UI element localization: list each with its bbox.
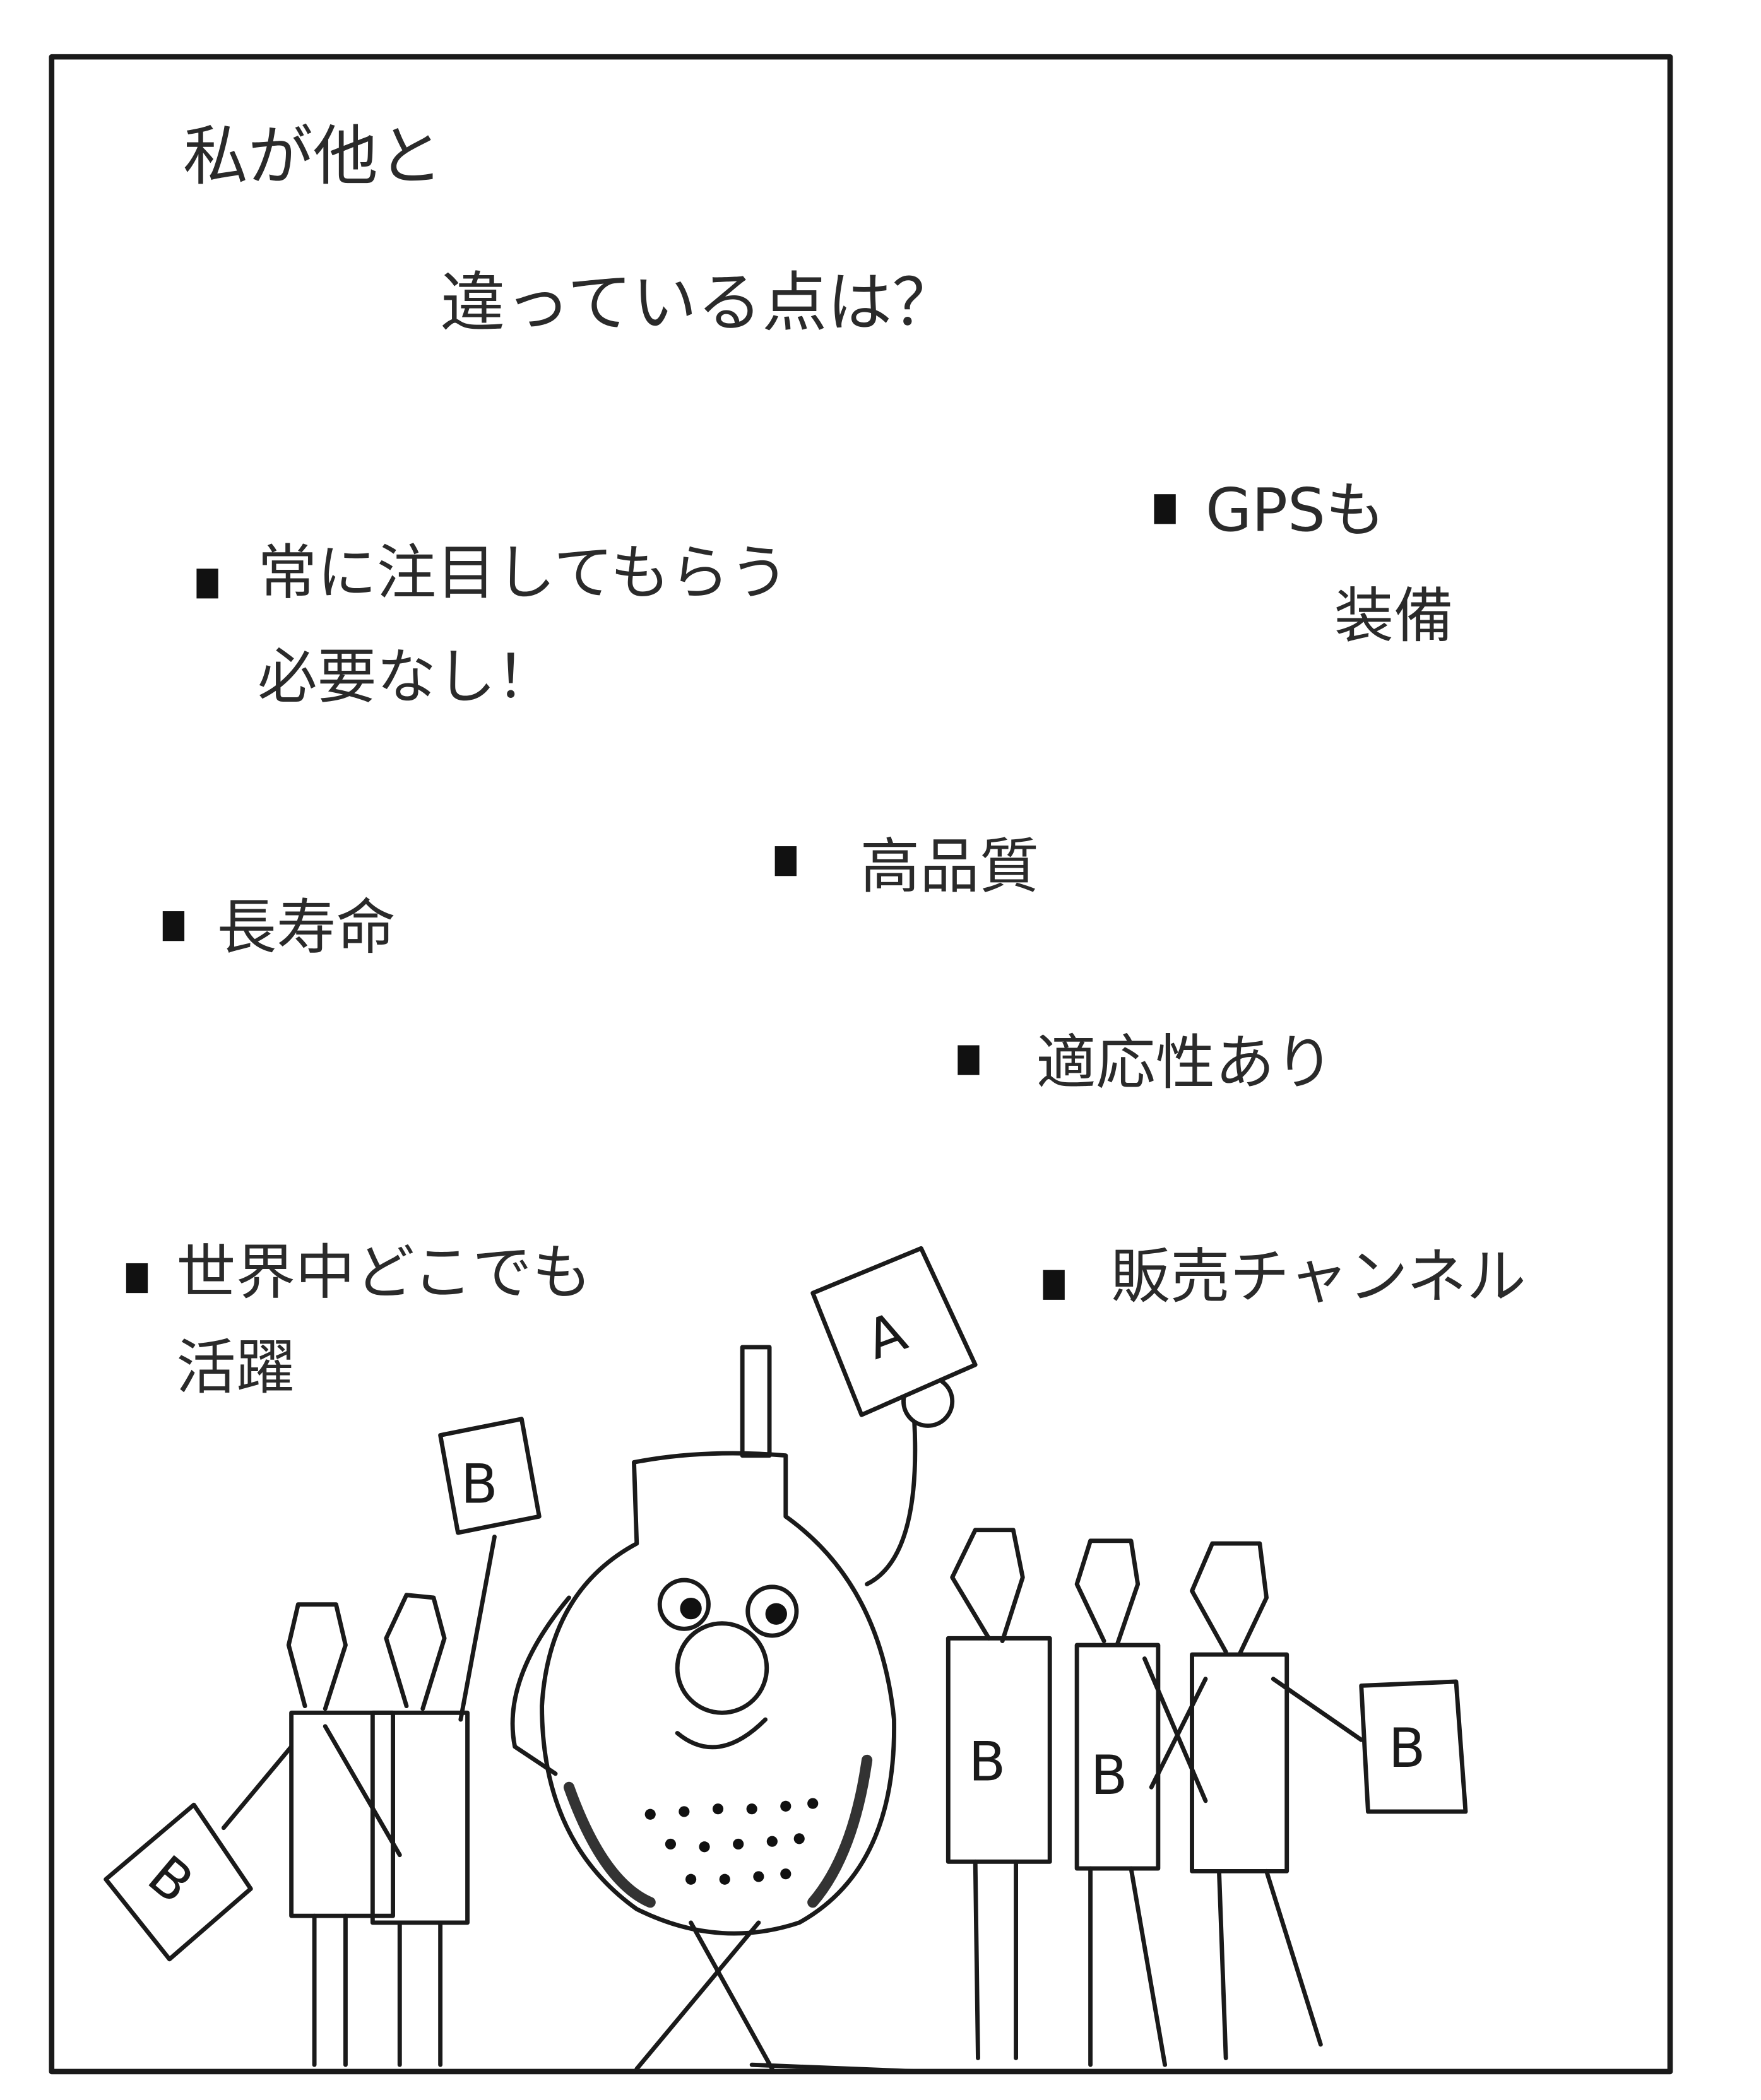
point-text: 世界中どこでも bbox=[176, 1238, 591, 1307]
point-text: 装備 bbox=[1334, 581, 1454, 651]
point-text: 活躍 bbox=[176, 1333, 295, 1402]
person-arms bbox=[221, 1534, 497, 1858]
point-text: GPSも bbox=[1206, 476, 1385, 545]
card-b-label: B bbox=[461, 1453, 498, 1516]
person-body bbox=[946, 1636, 1052, 1864]
person-head bbox=[1190, 1541, 1269, 1657]
bullet-icon bbox=[196, 569, 218, 599]
person-legs bbox=[312, 1913, 443, 2067]
bullet-icon bbox=[774, 846, 797, 876]
person-body bbox=[1074, 1643, 1161, 1871]
robot-arm-left bbox=[510, 1595, 571, 1776]
frame-border bbox=[49, 54, 1673, 2075]
point-long-life: 長寿命 bbox=[162, 893, 396, 962]
shirt-b-label: B bbox=[1091, 1744, 1128, 1807]
card-b-label: B bbox=[1389, 1717, 1426, 1780]
robot-shading bbox=[563, 1754, 873, 1908]
point-sales-channel: 販売チャンネル bbox=[1043, 1242, 1526, 1312]
robot-eye-right bbox=[745, 1584, 799, 1638]
title-line-2: 違っている点は？ bbox=[441, 265, 958, 341]
robot-speaker-dots bbox=[644, 1798, 819, 1885]
point-text: 常に注目してもらう bbox=[258, 538, 789, 608]
person-body bbox=[1190, 1652, 1290, 1873]
robot-arm-right bbox=[865, 1419, 918, 1586]
person-head bbox=[1074, 1538, 1141, 1646]
bullet-icon bbox=[162, 911, 185, 941]
person-group-right: B B B bbox=[946, 1528, 1468, 2067]
card-a bbox=[810, 1246, 978, 1417]
person-head bbox=[384, 1593, 447, 1711]
person-body bbox=[370, 1710, 470, 1925]
point-text: 長寿命 bbox=[217, 893, 396, 962]
robot-head bbox=[540, 1451, 896, 1936]
person-arms bbox=[1142, 1656, 1364, 1803]
bullet-icon bbox=[958, 1045, 980, 1075]
title-line-1: 私が他と bbox=[183, 119, 443, 194]
person-head bbox=[286, 1602, 348, 1711]
bullet-icon bbox=[1043, 1270, 1065, 1300]
point-gps: GPSも 装備 bbox=[1154, 476, 1454, 651]
robot-nose bbox=[675, 1621, 769, 1715]
card-b bbox=[438, 1417, 542, 1535]
shirt-b-label: B bbox=[968, 1731, 1005, 1794]
point-text: 必要なし！ bbox=[258, 642, 555, 712]
person-body bbox=[289, 1710, 395, 1918]
robot-antenna bbox=[740, 1345, 772, 1458]
point-text: 適応性あり bbox=[1036, 1029, 1334, 1098]
robot-smile bbox=[675, 1717, 768, 1750]
card-b bbox=[104, 1802, 253, 1962]
point-high-quality: 高品質 bbox=[774, 832, 1039, 901]
point-adaptability: 適応性あり bbox=[958, 1029, 1334, 1098]
point-worldwide: 世界中どこでも 活躍 bbox=[126, 1238, 591, 1402]
person-group-left: B B bbox=[104, 1417, 542, 2067]
point-no-attention-needed: 常に注目してもらう 必要なし！ bbox=[196, 538, 789, 712]
point-text: 高品質 bbox=[860, 832, 1039, 901]
robot-character: A bbox=[510, 1246, 978, 2074]
bullet-icon bbox=[1154, 494, 1176, 524]
robot-eye-left-pupil bbox=[680, 1597, 702, 1620]
bullet-icon bbox=[126, 1263, 148, 1294]
robot-legs bbox=[634, 1920, 923, 2074]
person-head bbox=[950, 1528, 1025, 1644]
card-b bbox=[1359, 1679, 1468, 1814]
point-text: 販売チャンネル bbox=[1111, 1242, 1526, 1312]
person-legs bbox=[973, 1859, 1323, 2067]
robot-eye-right-pupil bbox=[765, 1603, 787, 1625]
robot-eye-left bbox=[657, 1578, 711, 1631]
